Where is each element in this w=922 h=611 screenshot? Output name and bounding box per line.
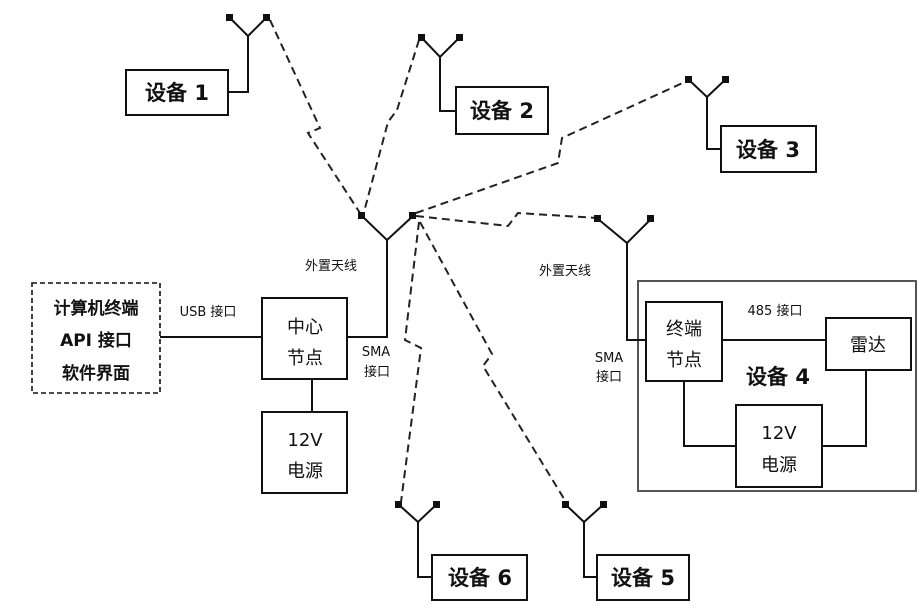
computer-terminal-box [31,282,161,394]
terminal-sma-line-1: SMA [595,351,623,366]
computer-terminal: 计算机终端 API 接口 软件界面 [31,282,161,394]
center-sma-line-1: SMA [362,345,390,360]
antenna-icon [226,14,270,93]
rs485-label: 485 接口 [748,303,803,319]
antenna-icon [562,501,607,578]
link-center-to-device-3 [415,80,688,214]
device-2: 设备 2 [418,34,549,135]
device-5: 设备 5 [562,501,690,601]
antenna-icon [395,501,440,578]
terminal-power-box [735,404,823,488]
device-2-box [455,86,549,135]
device-5-label: 设备 5 [611,566,675,590]
device-2-label: 设备 2 [470,99,534,123]
terminal-node-line-1: 终端 [666,319,702,340]
center-antenna-icon [347,212,416,338]
center-power: 12V 电源 [261,411,348,494]
center-power-box [261,411,348,494]
device-1: 设备 1 [125,14,270,116]
center-node: 中心 节点 [261,297,348,380]
device-1-label: 设备 1 [145,81,209,105]
terminal-antenna-icon [594,215,654,341]
computer-terminal-line-3: 软件界面 [62,363,130,384]
device-4-label: 设备 4 [746,365,810,389]
device-3-label: 设备 3 [736,138,800,162]
link-center-to-device-4 [415,211,598,228]
device-6-label: 设备 6 [448,566,512,590]
terminal-power-connection-right [822,370,867,447]
wireless-links [269,19,688,503]
device-6: 设备 6 [395,501,528,601]
terminal-power-line-2: 电源 [761,455,797,476]
center-power-line-2: 电源 [287,461,323,482]
center-node-line-1: 中心 [287,317,323,338]
terminal-antenna-label: 外置天线 [539,264,591,279]
terminal-power-line-1: 12V [761,423,797,444]
device-6-box [431,554,528,601]
link-center-to-device-1 [269,19,361,214]
terminal-power-connection-left [683,381,736,447]
radar-box [825,317,912,371]
computer-terminal-line-2: API 接口 [60,330,132,351]
device-3: 设备 3 [685,76,817,173]
terminal-node-line-2: 节点 [666,350,702,371]
center-power-line-1: 12V [287,430,323,451]
center-node-line-2: 节点 [287,348,323,369]
device-1-box [125,69,229,116]
link-center-to-device-6 [400,221,423,503]
device-5-box [596,554,690,601]
device-3-box [720,125,817,173]
radar-label: 雷达 [850,335,886,356]
terminal-node-box [645,301,723,382]
center-antenna-label: 外置天线 [305,259,357,274]
terminal-sma-line-2: 接口 [596,369,622,385]
link-center-to-device-2 [363,39,420,213]
computer-terminal-line-1: 计算机终端 [54,298,139,319]
device-4: 外置天线 SMA 接口 终端 节点 485 接口 雷达 设备 4 12V 电源 [539,215,917,492]
antenna-icon [418,34,463,112]
center-node-box [261,297,348,380]
device-4-group-box [637,280,917,492]
antenna-icon [685,76,729,150]
center-sma-line-2: 接口 [364,364,390,380]
link-center-to-device-5 [419,221,567,503]
usb-label: USB 接口 [180,304,237,320]
